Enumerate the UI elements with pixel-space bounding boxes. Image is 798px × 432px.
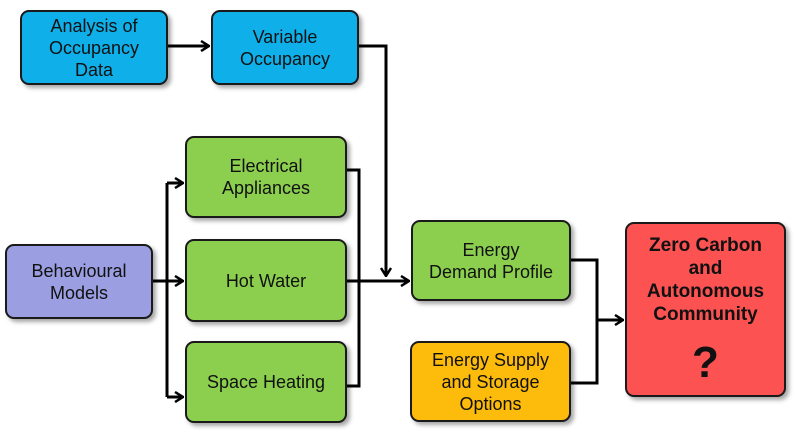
node-label-line: Analysis of bbox=[50, 15, 138, 36]
edge-electrical-out bbox=[347, 168, 361, 388]
question-mark-symbol: ? bbox=[692, 338, 719, 387]
node-label-line: Occupancy bbox=[48, 37, 140, 58]
node-behavioural-models[interactable]: Behavioural Models bbox=[5, 244, 153, 319]
node-zero-carbon-autonomous-community[interactable]: Zero Carbon and Autonomous Community ? bbox=[625, 222, 786, 397]
node-space-heating[interactable]: Space Heating bbox=[185, 341, 347, 423]
node-label-line: Occupancy bbox=[239, 48, 331, 69]
node-label-line: Energy bbox=[462, 239, 520, 260]
node-label-line: Data bbox=[74, 59, 114, 80]
node-label-line: Options bbox=[459, 393, 522, 414]
node-label-line: and bbox=[688, 258, 723, 279]
node-label-line: and Storage bbox=[441, 371, 540, 392]
node-label-line: Behavioural bbox=[31, 260, 127, 281]
node-analysis-of-occupancy-data[interactable]: Analysis of Occupancy Data bbox=[20, 10, 168, 85]
node-label-line: Autonomous bbox=[646, 281, 765, 302]
node-label-line: Models bbox=[49, 282, 109, 303]
node-label-line: Demand Profile bbox=[428, 261, 554, 282]
node-variable-occupancy[interactable]: Variable Occupancy bbox=[211, 10, 359, 85]
node-electrical-appliances[interactable]: Electrical Appliances bbox=[185, 136, 347, 218]
node-label-line: Variable bbox=[252, 26, 318, 47]
node-hot-water[interactable]: Hot Water bbox=[185, 239, 347, 322]
node-label-line: Community bbox=[653, 304, 758, 325]
node-energy-supply-and-storage-options[interactable]: Energy Supply and Storage Options bbox=[410, 341, 571, 422]
node-label-line: Hot Water bbox=[225, 270, 307, 291]
node-label-line: Appliances bbox=[221, 178, 311, 198]
edge-energy-demand-out bbox=[571, 258, 599, 385]
node-label-line: Space Heating bbox=[206, 372, 326, 392]
node-label-line: Electrical bbox=[229, 156, 303, 176]
node-label-line: Energy Supply bbox=[431, 349, 550, 370]
node-energy-demand-profile[interactable]: Energy Demand Profile bbox=[411, 220, 571, 301]
edge-variable-occupancy-to-energy-demand bbox=[359, 44, 386, 276]
node-label-line: Zero Carbon bbox=[649, 235, 762, 256]
